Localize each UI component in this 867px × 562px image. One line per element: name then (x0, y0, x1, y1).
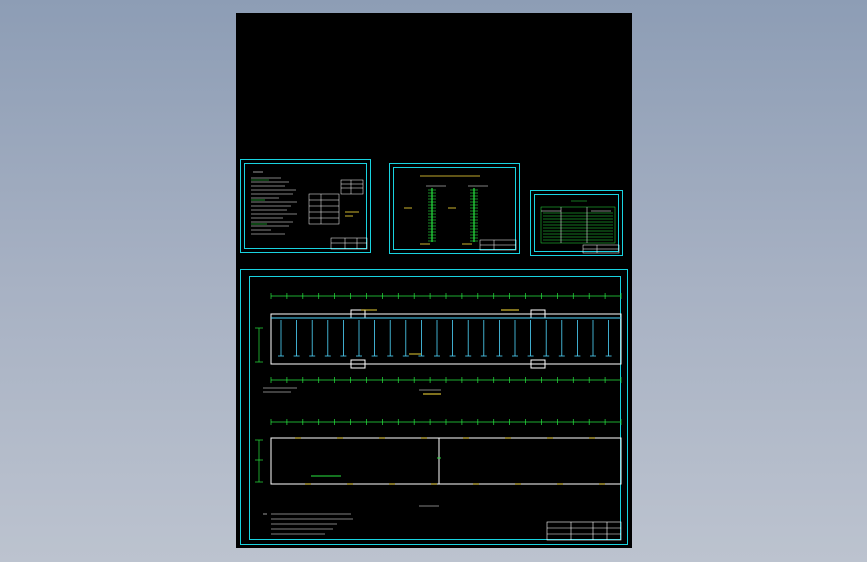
riser-sheet[interactable] (389, 163, 520, 254)
notes-sheet[interactable] (240, 159, 371, 253)
notes-sheet-border (244, 163, 367, 249)
legend-sheet-border (534, 194, 619, 252)
riser-sheet-border (393, 167, 516, 250)
drawing-sheet[interactable] (236, 13, 632, 548)
legend-sheet[interactable] (530, 190, 623, 256)
riser-sheet-drawing (404, 175, 517, 251)
plan-sheet[interactable] (240, 269, 628, 545)
plan-sheet-border (249, 276, 621, 540)
legend-sheet-drawing (540, 200, 620, 254)
notes-sheet-drawing (251, 171, 368, 250)
plan-sheet-drawing (255, 293, 622, 541)
